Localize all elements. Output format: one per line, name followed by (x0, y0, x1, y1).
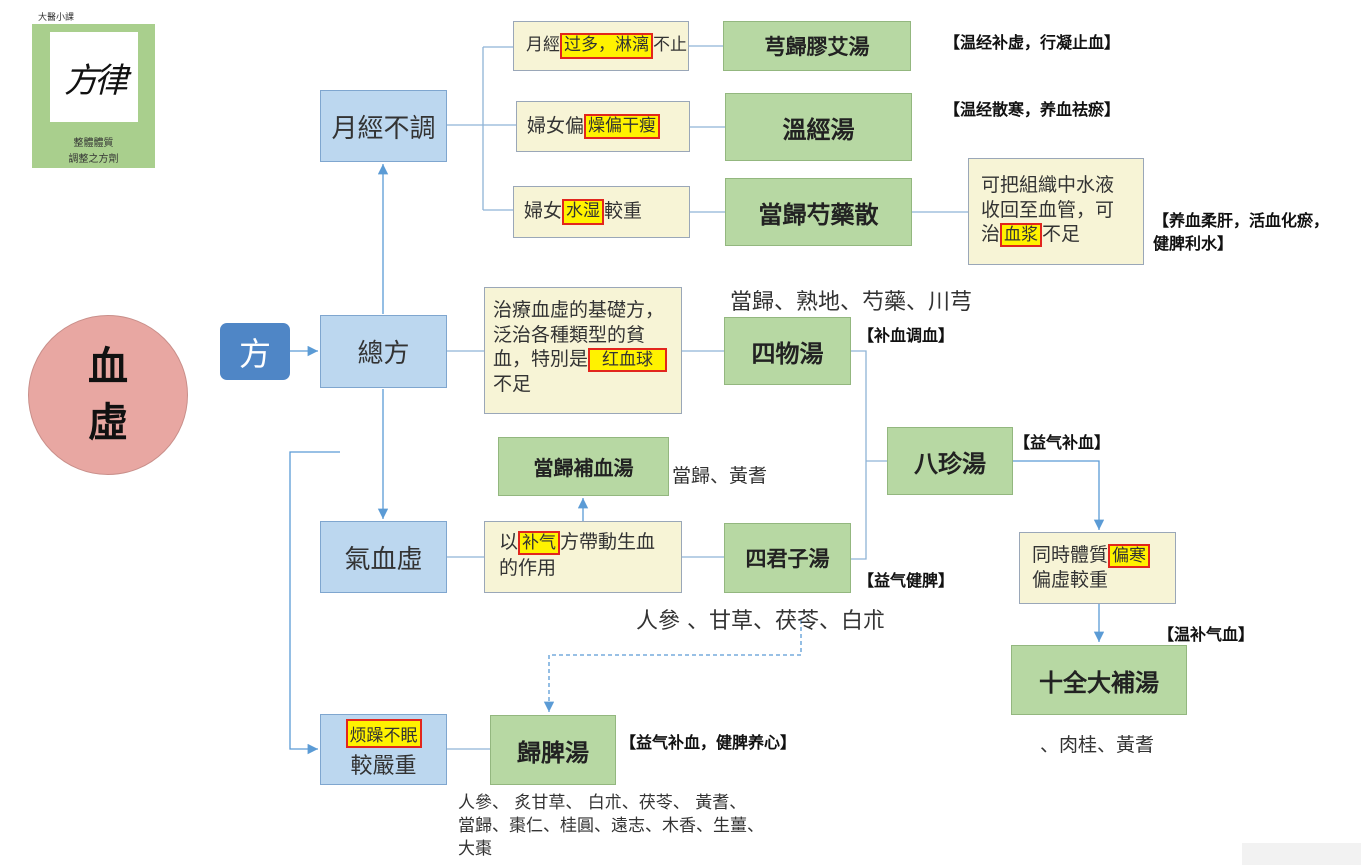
formula-5-label: 當歸補血湯 (533, 456, 634, 480)
effect-siwu: 【补血调血】 (858, 326, 955, 345)
condition-6-post: 偏虛較重 (1032, 568, 1109, 591)
condition-6-highlight: 偏寒 (1108, 544, 1151, 568)
condition-excessive-menses: 月經过多，淋漓不止 (513, 21, 689, 71)
condition-4-pre: 治療血虛的基礎方，泛治各種類型的貧血，特別是 (493, 299, 665, 371)
category-severe: 烦躁不眠 較嚴重 (320, 714, 447, 785)
effect-dangguishaoyao-2: 健脾利水】 (1153, 234, 1234, 253)
ingredients-dangguibuxue: 當歸、黃耆 (672, 465, 768, 487)
condition-2-pre: 婦女偏 (527, 114, 585, 137)
category-severe-label: 較嚴重 (350, 754, 417, 779)
formula-sijunzi: 四君子湯 (724, 523, 851, 593)
condition-basic-anemia: 治療血虛的基礎方，泛治各種類型的貧血，特別是红血球不足 (484, 287, 682, 414)
logo-caption-1: 整體體質 (73, 138, 114, 149)
effect-guipi: 【益气补血，健脾养心】 (620, 733, 797, 752)
formula-4-label: 四物湯 (751, 338, 824, 368)
ingredients-sijunzi: 人參 、甘草、茯苓、白朮 (636, 609, 885, 634)
ingredients-guipi-line3: 大棗 (458, 838, 492, 859)
condition-tonify-qi: 以补气方帶動生血的作用 (484, 521, 682, 593)
condition-5-highlight: 补气 (518, 531, 561, 555)
formula-siwu: 四物湯 (724, 317, 851, 385)
corner-panel (1242, 843, 1361, 865)
condition-5-post: 方帶動生血的作用 (499, 531, 656, 579)
formula-dangguishaoyao: 當歸芍藥散 (725, 178, 912, 246)
category-general-label: 總方 (357, 339, 410, 369)
condition-7-highlight: 血浆 (1000, 223, 1043, 248)
formula-wenjing: 溫經湯 (725, 93, 912, 161)
condition-cold-deficient: 同時體質偏寒偏虛較重 (1019, 532, 1176, 604)
ingredients-guipi: 人參、 炙甘草、 白朮、茯苓、 黃耆、 當歸、棗仁、桂圓、遠志、木香、生薑、 大… (458, 792, 764, 861)
effect-sijunzi: 【益气健脾】 (858, 571, 955, 590)
condition-1-post: 不止 (653, 35, 687, 56)
fang-label: 方 (238, 334, 271, 373)
condition-3-pre: 婦女 (524, 200, 563, 223)
formula-bazhen: 八珍湯 (887, 427, 1013, 495)
effect-bazhen: 【益气补血】 (1014, 433, 1111, 452)
effect-dangguishaoyao-1: 【养血柔肝，活血化瘀， (1153, 211, 1330, 230)
condition-4-highlight: 红血球 (588, 348, 668, 373)
formula-6-label: 四君子湯 (745, 546, 830, 571)
condition-dry-thin: 婦女偏燥偏干瘦 (516, 101, 690, 152)
condition-1-highlight: 过多，淋漓 (560, 33, 653, 59)
category-menstrual-label: 月經不調 (331, 113, 436, 144)
condition-6-pre: 同時體質 (1032, 544, 1109, 566)
category-menstrual: 月經不調 (320, 90, 447, 162)
formula-1-label: 芎歸膠艾湯 (764, 34, 870, 59)
condition-plasma: 可把組織中水液收回至血管，可治血浆不足 (968, 158, 1144, 265)
ingredients-shiquandabu: 、肉桂、黃耆 (1040, 734, 1155, 756)
condition-3-post: 較重 (604, 200, 643, 223)
formula-3-label: 當歸芍藥散 (758, 199, 879, 229)
main-topic-line1: 血 (88, 343, 128, 390)
condition-damp: 婦女水湿較重 (513, 186, 690, 238)
condition-5-pre: 以 (499, 531, 519, 553)
ingredients-siwu: 當歸、熟地、芍藥、川芎 (730, 290, 973, 315)
main-topic-line2: 虛 (88, 399, 128, 446)
condition-7-pre: 可把組織中水液收回至血管，可治 (981, 174, 1115, 246)
formula-xiongguijiaoai: 芎歸膠艾湯 (723, 21, 911, 71)
condition-1-pre: 月經 (526, 35, 560, 56)
category-severe-highlight: 烦躁不眠 (345, 719, 422, 748)
fang-label-box: 方 (220, 323, 290, 380)
logo-calligraphy-text: 方律 (64, 60, 128, 101)
formula-guipi: 歸脾湯 (490, 715, 616, 785)
category-qi-blood-label: 氣血虛 (344, 544, 423, 575)
logo-calligraphy: 方律 (50, 32, 138, 122)
condition-4-post: 不足 (493, 373, 532, 396)
effect-xiongguijiaoai: 【温经补虚，行凝止血】 (944, 33, 1121, 52)
ingredients-guipi-line1: 人參、 炙甘草、 白朮、茯苓、 黃耆、 (458, 793, 747, 813)
condition-3-highlight: 水湿 (562, 199, 605, 225)
category-qi-blood: 氣血虛 (320, 521, 447, 593)
formula-2-label: 溫經湯 (782, 114, 855, 144)
formula-8-label: 十全大補湯 (1039, 667, 1159, 697)
formula-dangguibuxue: 當歸補血湯 (498, 437, 669, 496)
category-general: 總方 (320, 315, 447, 388)
logo-caption-2: 調整之方劑 (68, 154, 119, 165)
condition-7-post: 不足 (1042, 223, 1081, 246)
logo: 大醫小課 方律 整體體質 調整之方劑 (32, 10, 157, 168)
logo-panel: 方律 整體體質 調整之方劑 (32, 24, 155, 168)
ingredients-guipi-line2: 當歸、棗仁、桂圓、遠志、木香、生薑、 (458, 815, 764, 836)
condition-2-highlight: 燥偏干瘦 (584, 113, 661, 140)
formula-7-label: 八珍湯 (914, 448, 986, 478)
formula-9-label: 歸脾湯 (517, 737, 589, 767)
main-topic-circle: 血 虛 (28, 315, 188, 475)
formula-shiquandabu: 十全大補湯 (1011, 645, 1187, 715)
effect-wenjing: 【温经散寒，养血祛瘀】 (944, 100, 1121, 119)
logo-top-text: 大醫小課 (38, 13, 75, 23)
effect-shiquandabu: 【温补气血】 (1158, 625, 1255, 644)
